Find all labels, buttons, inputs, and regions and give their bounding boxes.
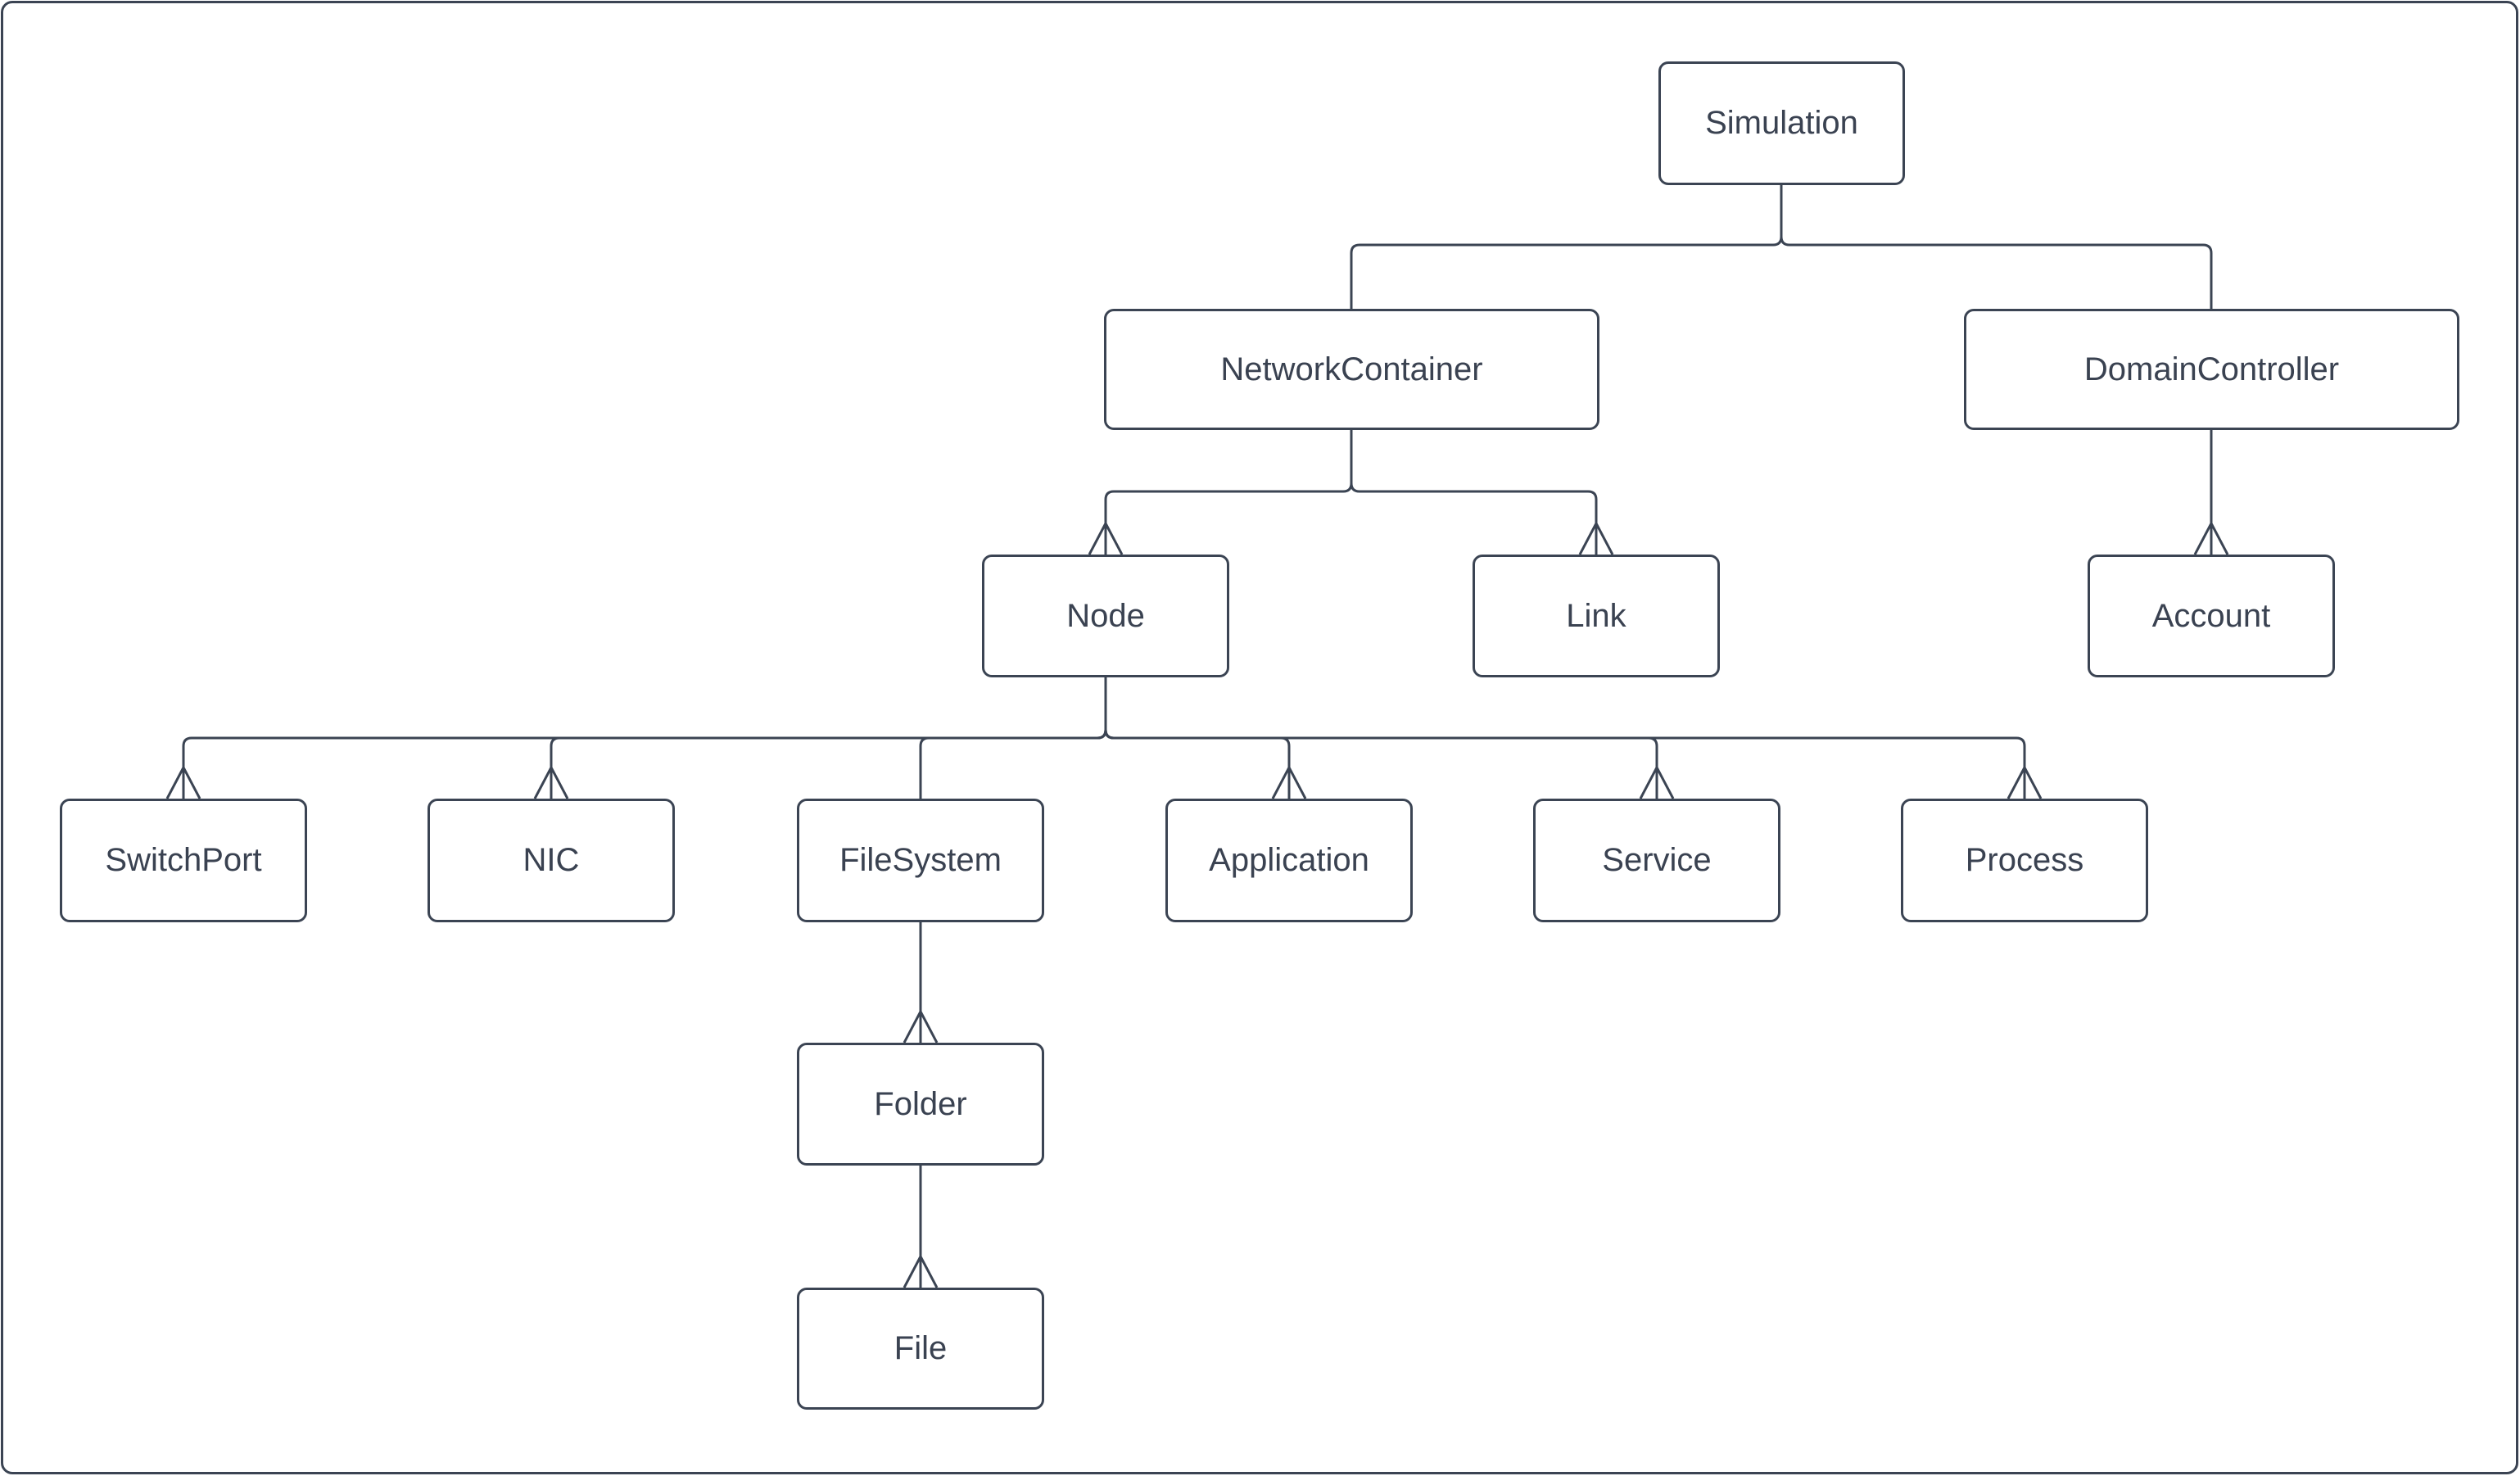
node-file[interactable]: File <box>797 1288 1044 1410</box>
connector-filesystem-folder <box>903 922 939 1044</box>
node-link[interactable]: Link <box>1473 555 1720 677</box>
connector-node-filesystem <box>919 677 1107 799</box>
connector-folder-file <box>903 1166 939 1288</box>
node-label: Account <box>2151 597 2271 634</box>
node-label: Application <box>1209 842 1369 878</box>
node-network-container[interactable]: NetworkContainer <box>1104 309 1599 430</box>
node-label: NetworkContainer <box>1220 351 1483 387</box>
node-label: SwitchPort <box>105 842 262 878</box>
connector-simulation-domaincontroller <box>1780 185 2213 309</box>
node-service[interactable]: Service <box>1533 799 1780 922</box>
connector-node-process <box>1104 677 2043 799</box>
node-file-system[interactable]: FileSystem <box>797 799 1044 922</box>
node-simulation[interactable]: Simulation <box>1658 61 1905 185</box>
node-label: Link <box>1566 597 1626 634</box>
node-label: File <box>894 1330 948 1366</box>
connector-domaincontroller-account <box>2193 430 2229 555</box>
node-label: NIC <box>523 842 580 878</box>
node-switch-port[interactable]: SwitchPort <box>60 799 307 922</box>
node-domain-controller[interactable]: DomainController <box>1964 309 2459 430</box>
node-account[interactable]: Account <box>2088 555 2335 677</box>
node-label: Service <box>1602 842 1712 878</box>
node-folder[interactable]: Folder <box>797 1043 1044 1166</box>
node-label: Simulation <box>1705 105 1858 141</box>
connector-networkcontainer-node <box>1088 430 1353 555</box>
node-label: Folder <box>874 1085 967 1122</box>
node-nic[interactable]: NIC <box>428 799 675 922</box>
node-process[interactable]: Process <box>1901 799 2148 922</box>
connector-networkcontainer-link <box>1350 430 1614 555</box>
node-application[interactable]: Application <box>1165 799 1413 922</box>
connector-simulation-networkcontainer <box>1350 185 1783 309</box>
node-label: Node <box>1066 597 1145 634</box>
node-label: Process <box>1965 842 2084 878</box>
node-node[interactable]: Node <box>982 555 1229 677</box>
node-label: DomainController <box>2083 351 2340 387</box>
node-label: FileSystem <box>839 842 1002 878</box>
